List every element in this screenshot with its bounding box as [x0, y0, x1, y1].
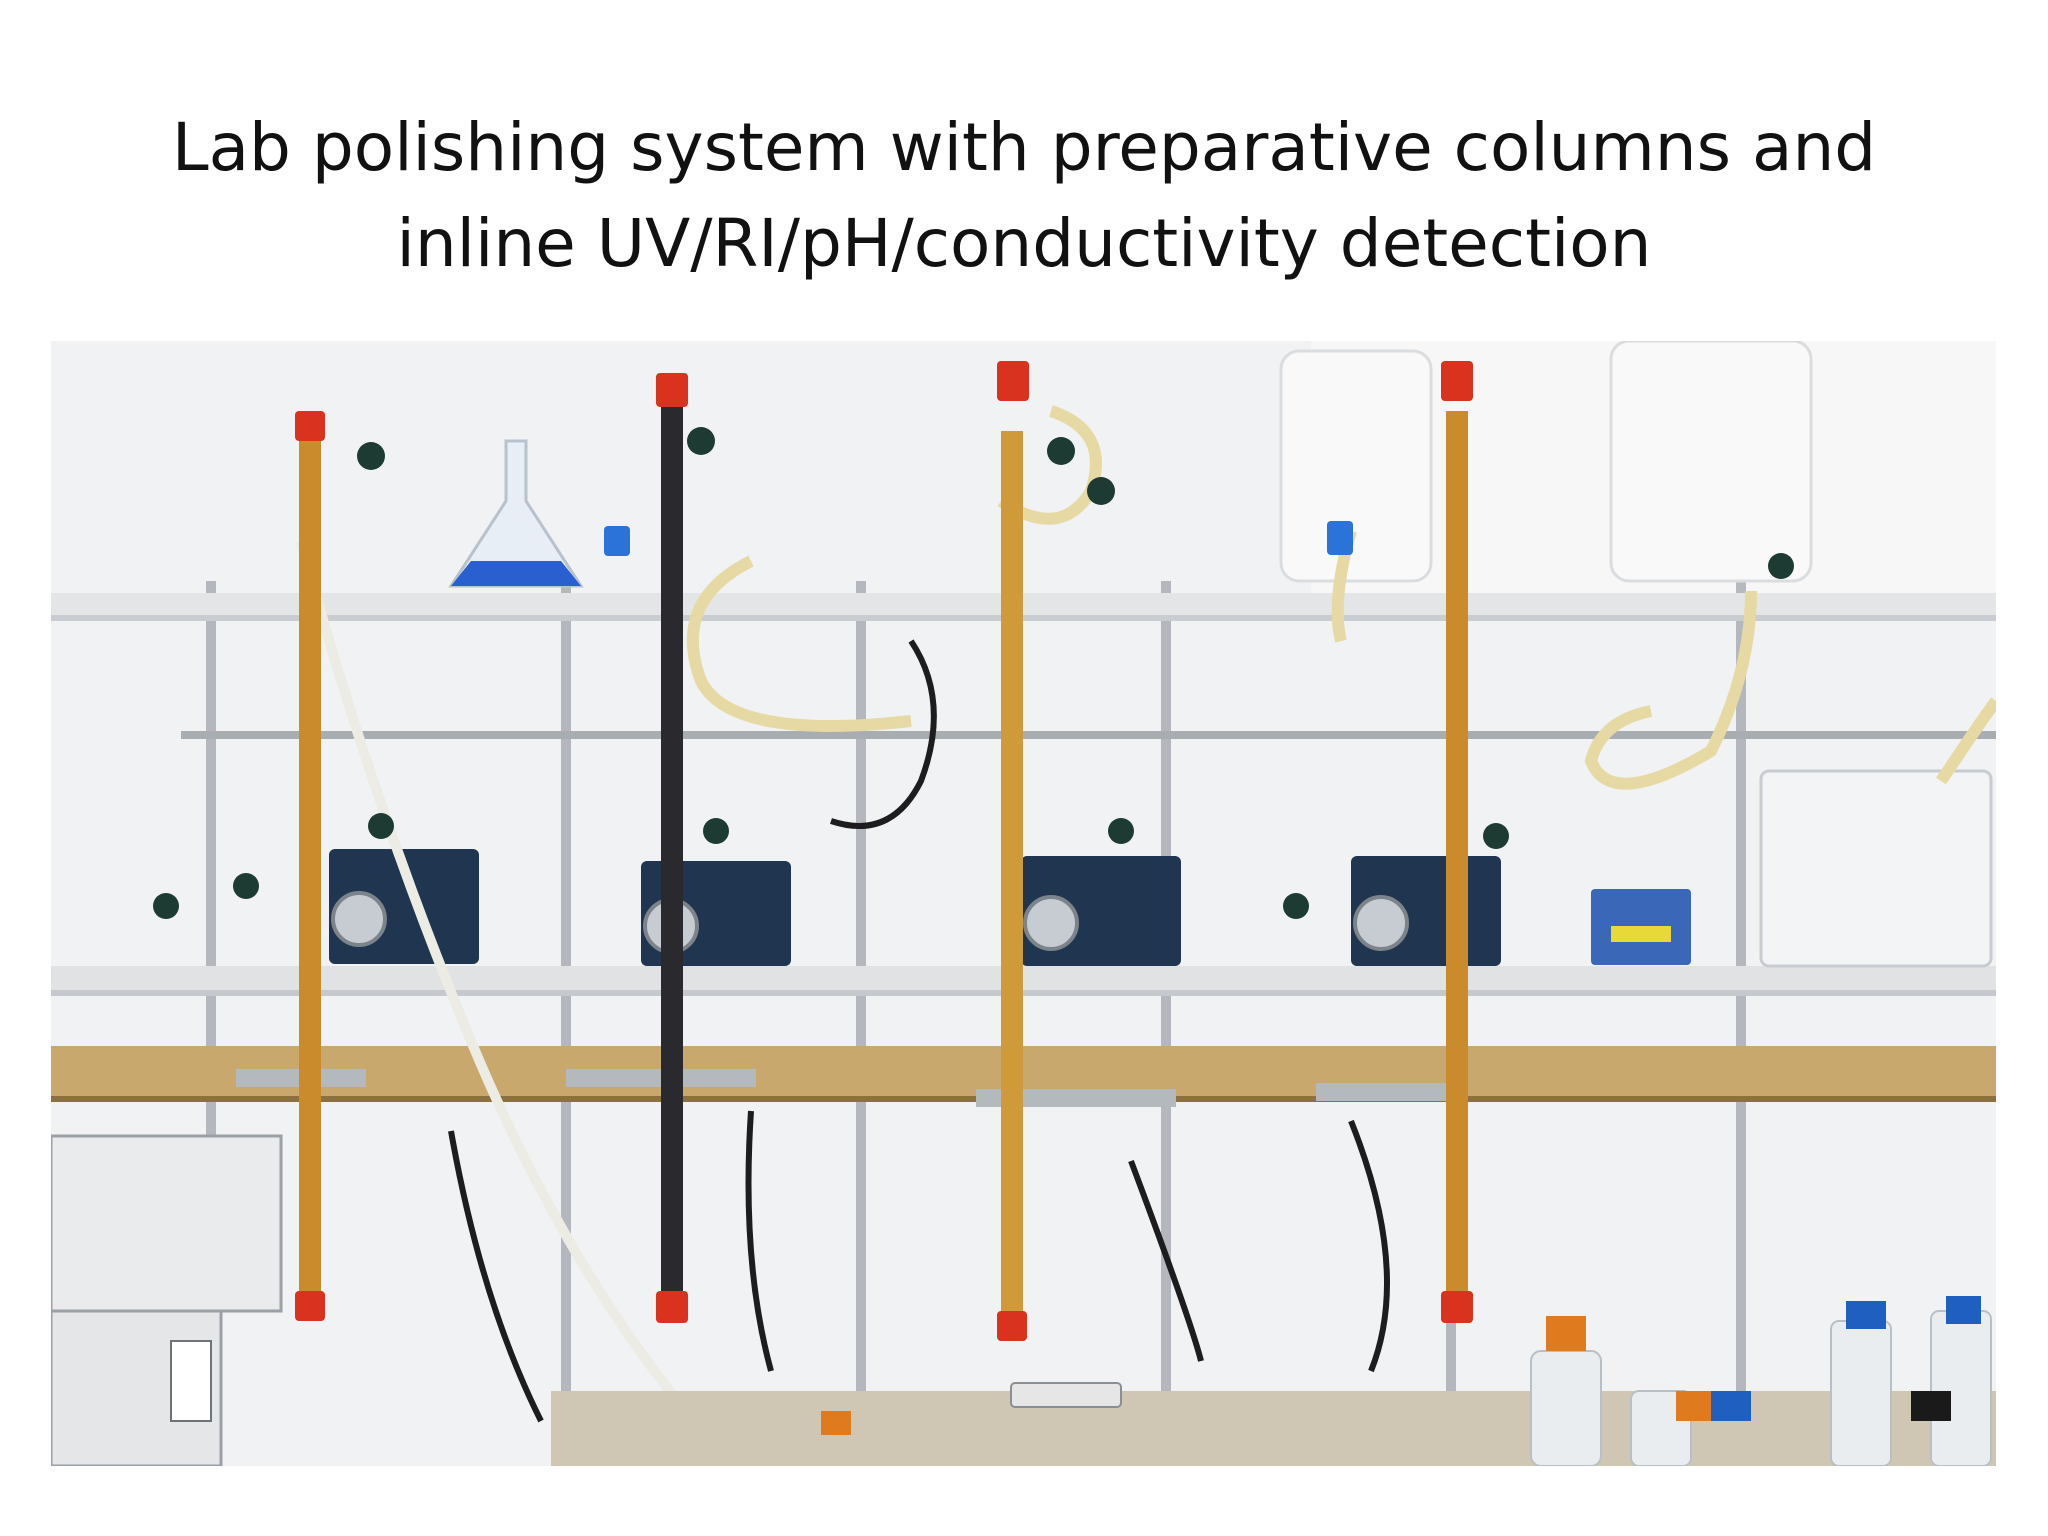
- pumps: [329, 849, 1501, 966]
- white-tubing: [296, 539, 715, 1445]
- cream-tubing: [686, 405, 1996, 790]
- slide-title: Lab polishing system with preparative co…: [0, 100, 2048, 292]
- steel-manifold: [181, 731, 1996, 739]
- lab-photo-illustration: [51, 341, 1996, 1466]
- top-shelf: [51, 593, 1996, 615]
- hplc-module-top: [51, 1134, 283, 1313]
- slide-title-line-1: Lab polishing system with preparative co…: [171, 109, 1877, 186]
- middle-shelf: [51, 966, 1996, 990]
- black-cables: [448, 639, 1390, 1423]
- valve-knobs: [153, 427, 1794, 919]
- lab-photo: [51, 341, 1996, 1466]
- slide-title-line-2: inline UV/RI/pH/conductivity detection: [396, 205, 1652, 282]
- columns: [295, 361, 1473, 1341]
- reagent-bottles: [821, 1296, 1992, 1466]
- hplc-module-bottom: [51, 1309, 223, 1466]
